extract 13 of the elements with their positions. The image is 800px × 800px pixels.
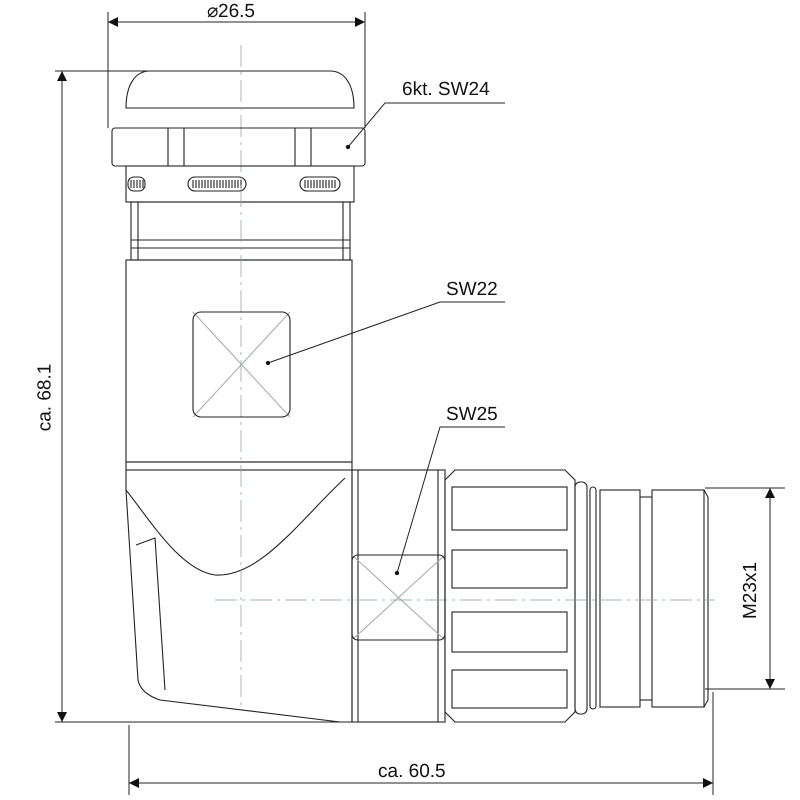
leader-line: [266, 302, 506, 366]
leader-line: [346, 102, 506, 150]
wrench-flat: [192, 311, 291, 418]
part-label: SW25: [446, 405, 498, 424]
dimension-value: ca. 60.5: [378, 762, 446, 781]
part-label: 6kt. SW24: [402, 80, 490, 99]
dimension-value: ca. 68.1: [35, 363, 54, 431]
leader-line: [394, 426, 506, 576]
part-label: SW22: [446, 280, 498, 299]
wrench-flat: [351, 554, 446, 641]
hex-nut: [111, 127, 366, 167]
thread-size: M23x1: [740, 561, 760, 619]
dimension-value: ⌀26.5: [207, 2, 255, 21]
